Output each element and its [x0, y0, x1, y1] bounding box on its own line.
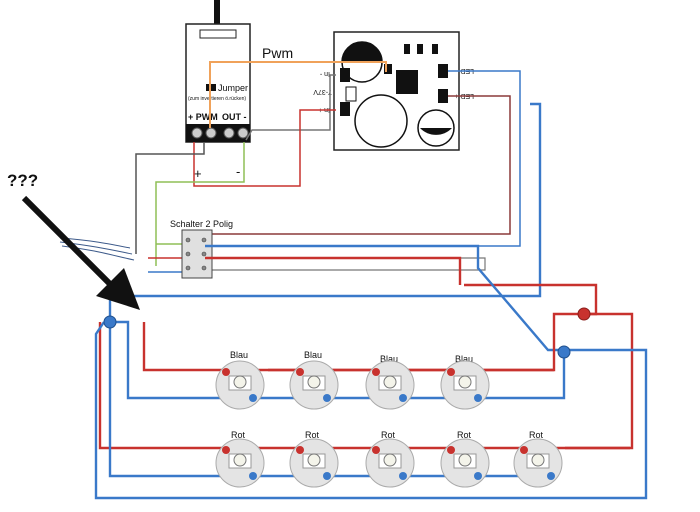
jumper-label: Jumper	[218, 83, 248, 93]
arrow-icon	[21, 195, 140, 310]
red-main-bus	[464, 283, 598, 316]
led-label: Blau	[304, 350, 322, 360]
receiver-pin-pwm: + PWM	[188, 112, 218, 122]
led-blau-1: Blau	[215, 350, 265, 410]
switch-to-blue-node	[205, 244, 564, 352]
led-driver-board: In - 7-37V In + LED - LED +	[313, 31, 474, 151]
led-label: Rot	[457, 430, 472, 440]
switch-to-red-node	[205, 256, 462, 285]
led-row-blau: Blau Blau Blau Blau	[215, 350, 490, 410]
driver-minus-wire	[245, 74, 336, 141]
led-rot-1: Rot	[215, 430, 265, 488]
led-label: Blau	[455, 354, 473, 364]
led-label: Rot	[381, 430, 396, 440]
driver-pin-in-minus: In -	[319, 70, 330, 77]
blue-junction-right	[557, 345, 571, 359]
led-rot-5: Rot	[513, 430, 563, 488]
led-label: Rot	[231, 430, 246, 440]
blue-junction-left	[103, 315, 117, 329]
pwm-label: Pwm	[262, 45, 293, 61]
receiver-module: Jumper (zum invertieren ö.rücken) + PWM …	[185, 23, 251, 143]
led-plus-wire	[198, 95, 511, 235]
blue-top-row	[110, 320, 566, 400]
led-rot-3: Rot	[365, 430, 415, 488]
led-label: Rot	[305, 430, 320, 440]
jumper-note: (zum invertieren ö.rücken)	[188, 96, 246, 102]
receiver-pin-out: OUT -	[222, 112, 247, 122]
driver-plus-wire	[193, 109, 336, 187]
minus-label: -	[236, 164, 240, 179]
blue-bus-right	[94, 321, 648, 500]
question-label: ???	[7, 171, 38, 190]
receiver-cable	[214, 0, 220, 26]
receiver-signal-wire	[135, 142, 205, 254]
red-row-bottom	[98, 322, 214, 450]
led-label: Rot	[529, 430, 544, 440]
led-blau-4: Blau	[440, 354, 490, 410]
red-top-drop	[142, 322, 214, 372]
led-blau-2: Blau	[289, 350, 339, 410]
led-rot-4: Rot	[440, 430, 490, 488]
driver-pin-voltage: 7-37V	[313, 88, 332, 95]
receiver-terminal-block	[186, 124, 250, 142]
plus-label: +	[194, 166, 202, 181]
switch-label: Schalter 2 Polig	[170, 219, 233, 229]
led-label: Blau	[380, 354, 398, 364]
red-junction	[577, 307, 591, 321]
red-bus-right	[565, 312, 634, 450]
led-rot-2: Rot	[289, 430, 339, 488]
switch-out-wire-1	[198, 257, 486, 271]
receiver-minus-wire	[155, 142, 245, 266]
pwm-wire	[209, 61, 387, 128]
blue-main-bus	[108, 102, 542, 322]
led-blau-3: Blau	[365, 354, 415, 410]
driver-ic	[396, 70, 418, 94]
led-label: Blau	[230, 350, 248, 360]
led-row-rot: Rot Rot Rot Rot	[215, 430, 563, 488]
